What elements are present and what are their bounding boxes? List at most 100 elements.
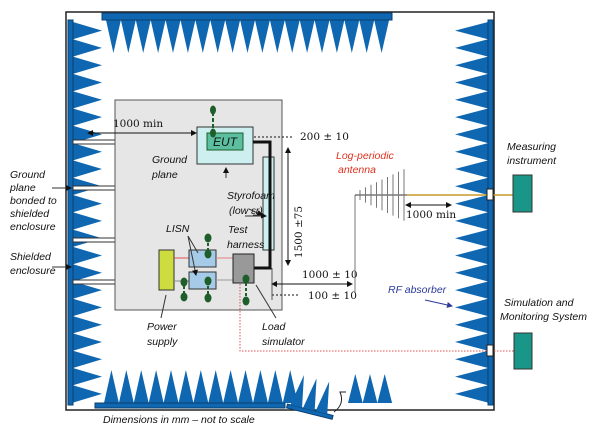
absorber-cone <box>208 370 224 403</box>
absorber-cone <box>455 246 488 265</box>
absorber-cone <box>329 20 345 53</box>
absorber-cone <box>73 368 102 386</box>
ground-bond-straps <box>72 139 116 285</box>
absorber-cone <box>344 20 360 53</box>
probe-icons <box>180 233 250 306</box>
styrofoam-pointer <box>248 208 263 216</box>
absorber-cone <box>106 20 121 53</box>
simulation-monitoring-system <box>513 332 533 370</box>
absorber-cone <box>163 370 179 403</box>
lisn-2 <box>188 271 217 290</box>
absorber-cone <box>284 20 300 53</box>
power-supply-pointer <box>160 294 167 319</box>
absorber-cone <box>73 264 102 282</box>
absorber-cone <box>118 370 134 403</box>
log-periodic-antenna <box>355 169 407 221</box>
absorber-cone <box>135 20 151 53</box>
eut-probe-icon <box>210 105 216 115</box>
absorber-cone <box>455 91 488 109</box>
absorber-cone <box>348 374 363 403</box>
absorber-cone <box>178 370 194 403</box>
absorber-cone <box>73 39 102 57</box>
absorber-cone <box>73 281 102 299</box>
absorber-cone <box>73 56 102 74</box>
absorber-cone <box>225 20 241 53</box>
absorber-cone <box>73 316 102 334</box>
absorber-cone <box>210 20 226 53</box>
absorber-cone <box>165 20 181 53</box>
absorber-cone <box>455 281 488 299</box>
absorber-cone <box>73 246 102 265</box>
absorber-cone <box>455 264 488 282</box>
absorber-cone <box>455 368 488 386</box>
absorber-cone <box>455 160 488 178</box>
absorber-cone <box>455 39 488 57</box>
absorber-backing-left <box>67 19 74 406</box>
absorber-cone <box>282 370 298 403</box>
absorber-cone <box>455 298 488 317</box>
absorber-cone <box>455 229 488 247</box>
absorber-cone <box>73 143 102 161</box>
eut-label: EUT <box>213 135 239 149</box>
absorber-cone <box>269 20 285 53</box>
absorber-cone <box>359 20 375 53</box>
absorber-cone <box>455 22 488 40</box>
lisn-pointer <box>187 235 198 275</box>
absorber-cone <box>73 160 102 178</box>
absorber-cone <box>73 212 102 230</box>
dim-eut-wall-label: 1000 min <box>113 118 163 130</box>
eut-probe-icon <box>210 128 216 138</box>
lisn-label: LISN <box>166 223 190 235</box>
power-supply <box>158 249 175 291</box>
absorber-backing-bottom <box>94 402 286 409</box>
absorber-cone <box>133 370 149 403</box>
absorber-backing-right <box>487 19 494 406</box>
dim-harness-edge-label: 100 ± 10 <box>308 290 357 302</box>
absorber-cone <box>377 374 393 403</box>
absorber-cone <box>73 91 102 109</box>
dim-harness-antenna-label: 1000 ± 10 <box>302 269 358 281</box>
absorber-cone <box>148 370 164 403</box>
absorber-cone <box>193 370 209 403</box>
door <box>285 375 334 420</box>
absorber-cone <box>455 333 488 351</box>
footnote: Dimensions in mm – not to scale <box>103 414 255 426</box>
rf-absorber-label: RF absorber <box>388 284 447 296</box>
absorber-cone <box>73 385 102 403</box>
dim-eut-edge-label: 200 ± 10 <box>300 131 349 143</box>
absorber-cone <box>374 20 390 53</box>
styrofoam-label: Styrofoam(low εr) <box>227 190 275 217</box>
measuring-instrument <box>512 174 533 213</box>
feedthrough-connector <box>486 344 494 357</box>
load-simulator-pointer <box>255 284 277 319</box>
absorber-cone <box>455 108 488 126</box>
harness-pointer <box>252 212 267 219</box>
absorber-cone <box>73 108 102 126</box>
absorber-cone <box>104 370 119 403</box>
absorber-cone <box>255 20 270 53</box>
absorber-cone <box>314 20 330 53</box>
absorber-cone <box>73 298 102 317</box>
harness-cable <box>253 140 272 270</box>
dim-harness-length-label: 1500 ±75 <box>293 206 305 258</box>
absorber-cone <box>73 73 102 92</box>
shielded-enclosure-outline <box>65 11 495 411</box>
absorber-cone <box>240 20 255 53</box>
absorber-cone <box>455 350 488 368</box>
absorber-cone <box>455 125 488 144</box>
absorber-cone <box>73 350 102 368</box>
absorber-cone <box>223 370 239 403</box>
dim-antenna-wall-label: 1000 min <box>406 209 456 221</box>
rf-absorber-cones <box>73 20 488 403</box>
absorber-cone <box>455 212 488 230</box>
absorber-cone <box>362 374 378 403</box>
